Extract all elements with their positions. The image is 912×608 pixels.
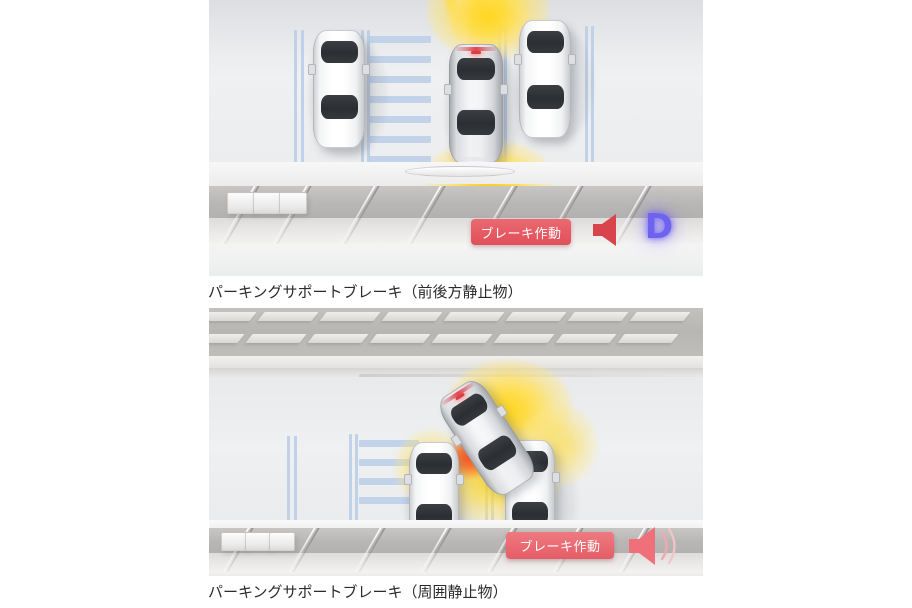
car-body <box>449 44 503 164</box>
kerb-block-c <box>279 192 307 214</box>
mirror-right <box>500 84 508 95</box>
roof-highlight <box>417 476 451 502</box>
mirror-left <box>444 84 452 95</box>
rear-window <box>526 84 564 110</box>
kerb-block-a-b <box>221 532 247 551</box>
brake-badge-top: ブレーキ作動 <box>471 219 571 245</box>
mirror-right <box>456 474 464 485</box>
mirror-right <box>568 54 576 65</box>
bay-line-left-outer <box>294 30 297 178</box>
car-body <box>519 20 571 138</box>
rear-window <box>456 57 496 81</box>
figure-parking-support-brake-front-rear: D ブレーキ作動 <box>209 0 703 276</box>
brake-lamp-indicator <box>471 51 481 54</box>
kerb-block-b-b <box>245 532 271 551</box>
bay-line-right-outer-2 <box>591 26 594 176</box>
mirror-right <box>362 64 370 75</box>
bay-line-right-outer <box>585 26 588 176</box>
apron-surface-bottom <box>209 572 703 576</box>
mirror-left <box>308 64 316 75</box>
gear-indicator-ticks <box>649 198 669 202</box>
caption-figure-1: パーキングサポートブレーキ（前後方静止物） <box>208 283 523 301</box>
front-lamp-bar <box>456 157 496 161</box>
mirror-left <box>404 474 412 485</box>
figure-parking-support-brake-surround: ブレーキ作動 <box>209 308 703 576</box>
roof-highlight <box>528 55 562 83</box>
gear-indicator-panel: D <box>627 186 691 256</box>
kerb-block-a <box>227 192 255 214</box>
vehicle-parked-car-right <box>514 20 576 138</box>
kerb-block-c-b <box>269 532 295 551</box>
kerb-block-b <box>253 192 281 214</box>
hatch-markings-bottom <box>359 438 419 520</box>
windshield <box>416 452 452 474</box>
gear-indicator-letter: D <box>644 207 674 247</box>
caption-figure-2: パーキングサポートブレーキ（周囲静止物） <box>208 583 508 601</box>
sensor-ray-front-2 <box>471 0 483 42</box>
apron-surface-top <box>209 244 703 276</box>
lot-divider-strip-b <box>209 520 703 530</box>
windshield <box>526 31 564 54</box>
ramp-deck-edge <box>209 356 703 368</box>
mirror-right <box>552 472 560 483</box>
windshield <box>456 109 496 135</box>
vehicle-subject-car <box>444 44 508 164</box>
hatch-markings-left <box>369 34 431 180</box>
bay-line-centre-right-2 <box>504 26 507 178</box>
roof-highlight <box>322 65 356 93</box>
brake-badge-bottom: ブレーキ作動 <box>506 532 614 559</box>
ramp-deck <box>209 308 703 356</box>
roof-highlight <box>458 80 494 108</box>
bay-line-far-left <box>287 436 290 520</box>
bay-line-far-left-2 <box>294 436 297 520</box>
bay-line-centre-left-2 <box>367 30 370 180</box>
wheel-stop-marker <box>405 166 515 177</box>
windshield <box>320 41 358 64</box>
rear-window <box>320 94 358 120</box>
mirror-left <box>514 54 522 65</box>
car-body <box>313 30 365 148</box>
bay-line-left-inner <box>301 30 304 178</box>
scene-top: D ブレーキ作動 <box>209 0 703 276</box>
bay-line-mid-left <box>349 434 352 522</box>
bay-line-mid-left-2 <box>355 434 358 522</box>
vehicle-parked-car-left <box>308 30 370 148</box>
scene-bottom: ブレーキ作動 <box>209 308 703 576</box>
